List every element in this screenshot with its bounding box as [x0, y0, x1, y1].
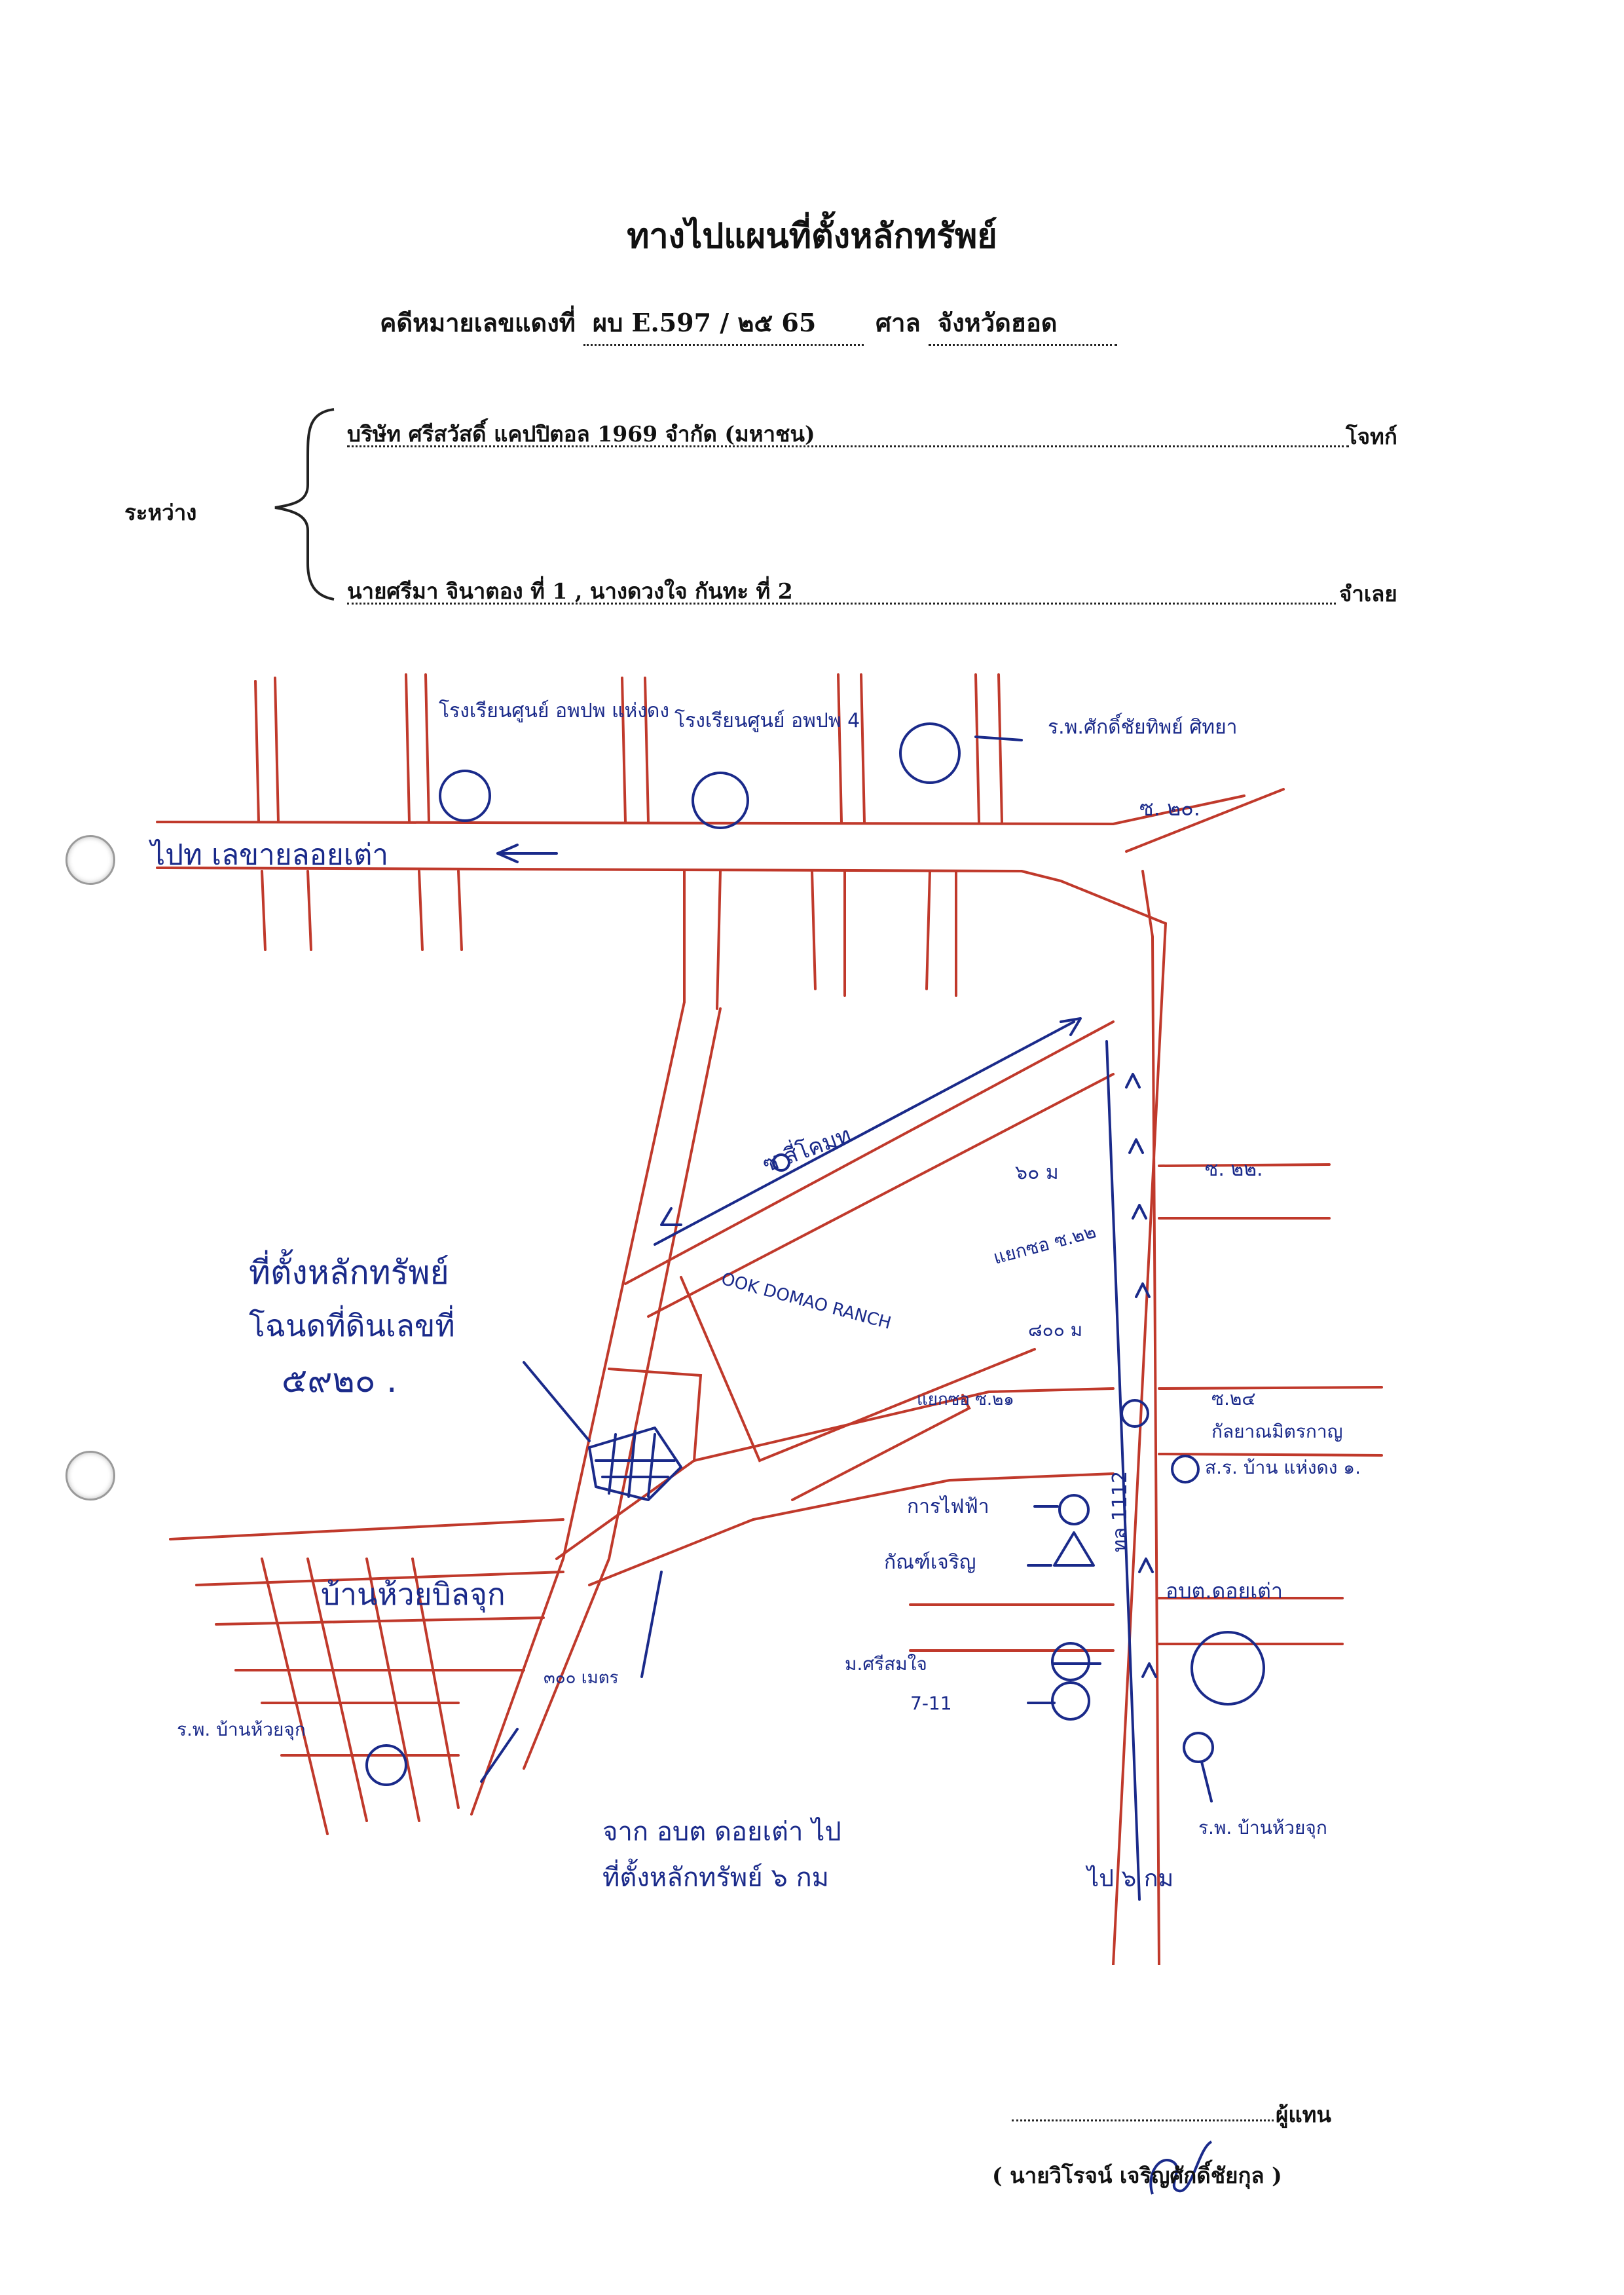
party-brace: [274, 408, 335, 601]
representative-label: ผู้แทน: [1276, 2102, 1331, 2127]
representative-name: ( นายวิโรจน์ เจริญศักดิ์ชัยกุล ): [992, 2163, 1282, 2188]
defendant-name: นายศรีมา จินาตอง ที่ 1 , นางดวงใจ กันทะ …: [347, 578, 793, 604]
label-hospital-top: ร.พ.ศักดิ์ชัยทิพย์ ศิทยา: [1048, 713, 1238, 739]
signature: [1149, 2140, 1213, 2195]
label-hospital-left: ร.พ. บ้านห้วยจุก: [177, 1719, 306, 1741]
label-temple-right: กัลยาณมิตรกาญ: [1211, 1421, 1342, 1442]
court-name: จังหวัดฮอด: [928, 303, 1117, 346]
label-police: กัณฑ์เจริญ: [884, 1551, 976, 1574]
label-note-1: จาก อบต ดอยเต่า ไป: [602, 1817, 841, 1847]
location-map: โรงเรียนศูนย์ อพปพ แห่งดง โรงเรียนศูนย์ …: [149, 673, 1383, 1965]
label-note-3: ไป ๖ กม: [1085, 1865, 1173, 1892]
punch-hole-top: [65, 835, 115, 885]
property-marker: [523, 1361, 682, 1501]
plaintiff-line: บริษัท ศรีสวัสดิ์ แคปปิตอล 1969 จำกัด (ม…: [347, 417, 1349, 447]
label-road-right-mid: ซ. ๒๒.: [1205, 1158, 1263, 1181]
label-road-21-right: ซ.๒๔: [1211, 1388, 1256, 1409]
label-district-office: อบต.ดอยเต่า: [1166, 1578, 1283, 1603]
defendant-line: นายศรีมา จินาตอง ที่ 1 , นางดวงใจ กันทะ …: [347, 574, 1336, 605]
direction-arrows: [480, 736, 1213, 1901]
road-diagonal: [169, 1001, 1383, 1835]
label-road-left: ไปท เลขายลอยเต่า: [149, 838, 388, 872]
label-sign-ok: OOK DOMAO RANCH: [719, 1269, 893, 1334]
label-hospital-right: ร.พ. บ้านห้วยจุก: [1198, 1817, 1327, 1839]
label-shop-2: 7-11: [910, 1692, 952, 1714]
label-dist-60: ๖๐ ม: [1015, 1161, 1059, 1184]
plaintiff-name: บริษัท ศรีสวัสดิ์ แคปปิตอล 1969 จำกัด (ม…: [347, 421, 815, 447]
case-number: ผบ E.597 / ๒๕ 65: [583, 303, 864, 346]
case-label: คดีหมายเลขแดงที่: [380, 308, 576, 337]
label-highway: ทล 1112: [1109, 1471, 1132, 1552]
label-soi-21: แยกซอ ซ.๒๑: [917, 1390, 1014, 1409]
label-note-2: ที่ตั้งหลักทรัพย์ ๖ กม: [602, 1858, 829, 1893]
representative-line: [1012, 2093, 1274, 2121]
label-shop-1: ม.ศรีสมใจ: [845, 1653, 927, 1675]
between-label: ระหว่าง: [124, 500, 197, 525]
plaintiff-role: โจทก์: [1346, 424, 1397, 449]
label-road-top-right: ซ. ๒๐.: [1139, 796, 1200, 821]
label-school-left: โรงเรียนศูนย์ อพปพ แห่งดง: [439, 699, 669, 722]
label-school-right: ส.ร. บ้าน แห่งดง ๑.: [1205, 1457, 1361, 1478]
punch-hole-bottom: [65, 1451, 115, 1501]
page-title: ทางไปแผนที่ตั้งหลักทรัพย์: [627, 216, 997, 256]
defendant-role: จำเลย: [1339, 581, 1397, 606]
label-electric: การไฟฟ้า: [907, 1495, 989, 1518]
label-village: บ้านห้วยบิลจุก: [321, 1577, 506, 1613]
label-property-1: ที่ตั้งหลักทรัพย์: [249, 1249, 449, 1292]
court-label: ศาล: [876, 308, 921, 337]
label-property-2: โฉนดที่ดินเลขที่: [249, 1305, 455, 1343]
label-dist-800: ๘๐๐ ม: [1028, 1319, 1082, 1341]
road-top-main: [156, 673, 1285, 1965]
label-school-mid: โรงเรียนศูนย์ อพปพ 4: [674, 709, 860, 732]
case-line: คดีหมายเลขแดงที่ ผบ E.597 / ๒๕ 65 ศาล จั…: [380, 303, 1117, 346]
label-property-3: ๕๙๒๐ .: [282, 1361, 397, 1400]
label-dist-300: ๓๐๐ เมตร: [544, 1668, 619, 1688]
label-soi-mid: แยกซอ ซ.๒๒: [991, 1220, 1098, 1269]
